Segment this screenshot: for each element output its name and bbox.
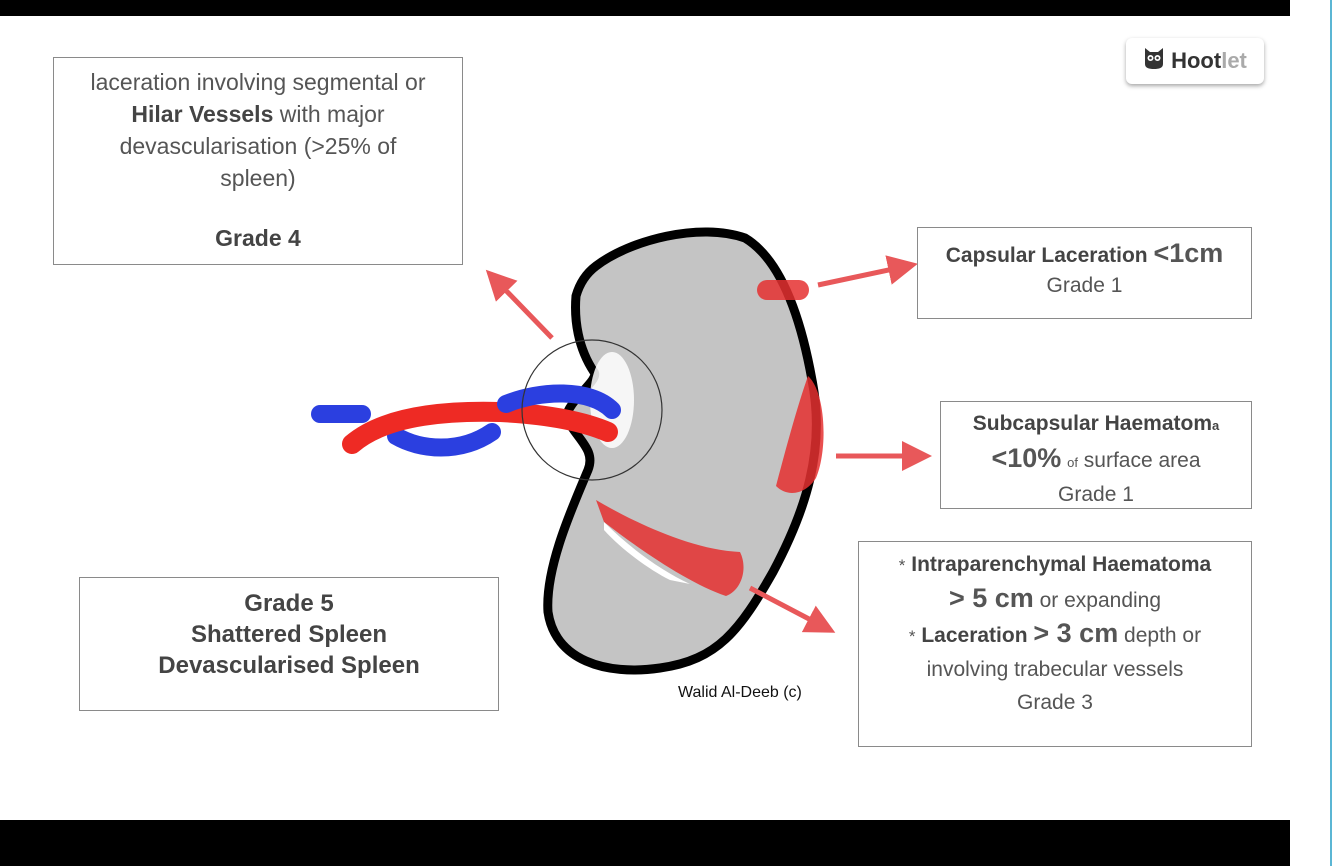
intra-size-rest: or expanding <box>1039 589 1162 612</box>
capsular-box: Capsular Laceration <1cm Grade 1 <box>917 227 1252 319</box>
grade4-line1: laceration involving segmental or <box>90 69 426 95</box>
hilum-circle <box>521 339 663 481</box>
arrow-capsular <box>817 255 918 288</box>
capsular-laceration-mark <box>757 280 809 300</box>
intra-grade: Grade 3 <box>1017 691 1093 714</box>
bottom-black-bar <box>0 820 1290 866</box>
capsular-title: Capsular Laceration <box>945 244 1148 267</box>
grade4-box: laceration involving segmental or Hilar … <box>53 57 463 265</box>
intra-lac-rest: depth or <box>1124 624 1202 647</box>
subcapsular-grade: Grade 1 <box>1058 483 1134 506</box>
brand-name-a: Hoot <box>1171 48 1222 73</box>
vein-main <box>497 384 621 419</box>
arrow-grade4 <box>485 269 554 340</box>
artery <box>342 401 618 454</box>
grade5-box: Grade 5 Shattered Spleen Devascularised … <box>79 577 499 711</box>
intraparenchymal-box: * Intraparenchymal Haematoma > 5 cm or e… <box>858 541 1252 747</box>
subcapsular-box: Subcapsular Haematoma <10% of surface ar… <box>940 401 1252 509</box>
grade5-line1: Shattered Spleen <box>190 621 388 648</box>
intra-lac-size: > 3 cm <box>1033 618 1119 648</box>
subcapsular-haematoma-mark <box>776 376 824 493</box>
brand-name-b: let <box>1221 48 1247 73</box>
grade4-line2-rest: with major <box>273 101 385 127</box>
grade5-label: Grade 5 <box>244 590 334 617</box>
grade4-line3: devascularisation (>25% of <box>119 133 397 159</box>
grade4-line4: spleen) <box>220 165 296 191</box>
subcapsular-title-end: a <box>1212 418 1220 433</box>
hilar-vessels <box>311 384 621 457</box>
subcapsular-of: of <box>1067 455 1078 470</box>
author-credit: Walid Al-Deeb (c) <box>678 684 802 701</box>
subcapsular-title: Subcapsular Haematom <box>972 412 1212 435</box>
vein-lower <box>387 423 501 457</box>
hootlet-badge: Hootlet <box>1126 38 1264 84</box>
spleen-outline <box>543 227 821 675</box>
grade4-label: Grade 4 <box>215 225 301 251</box>
owl-icon <box>1143 46 1165 76</box>
grade4-hilar: Hilar Vessels <box>131 101 274 127</box>
capsular-grade: Grade 1 <box>1046 274 1123 297</box>
intra-star2: * <box>908 627 916 646</box>
subcapsular-rest: surface area <box>1083 449 1201 472</box>
intra-star1: * <box>898 556 906 575</box>
right-edge-line <box>1330 0 1332 866</box>
capsular-size: <1cm <box>1153 238 1224 268</box>
intra-line4: involving trabecular vessels <box>926 658 1184 681</box>
top-black-bar <box>0 0 1290 16</box>
intra-size: > 5 cm <box>948 583 1034 613</box>
arrow-grade3 <box>748 585 836 633</box>
intra-laceration: Laceration <box>921 624 1028 647</box>
grade5-line2: Devascularised Spleen <box>158 652 420 679</box>
subcapsular-size: <10% <box>991 443 1062 473</box>
intra-title: Intraparenchymal Haematoma <box>911 553 1212 576</box>
intraparenchymal-laceration-mark <box>596 500 744 596</box>
